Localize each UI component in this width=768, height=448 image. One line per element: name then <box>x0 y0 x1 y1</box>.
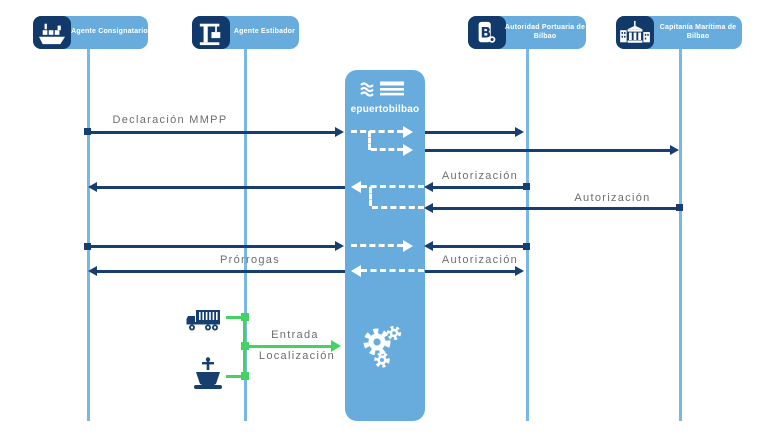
message-line-declaracion <box>88 131 335 134</box>
message-label-entrada: Entrada <box>271 329 319 341</box>
message-label-autorizacion-1: Autorización <box>441 170 519 182</box>
message-line-from-autoridad <box>433 245 525 248</box>
arrowhead-left-icon <box>88 266 97 276</box>
dashed-arrowhead-right-icon <box>403 240 413 252</box>
message-origin-marker <box>84 243 91 250</box>
waves-and-bars-logo-icon <box>360 81 404 97</box>
message-origin-marker <box>84 128 91 135</box>
arrowhead-left-icon <box>424 182 433 192</box>
arrowhead-right-icon <box>335 127 344 137</box>
message-origin-marker <box>523 183 530 190</box>
system-name: epuertobilbao <box>350 104 420 115</box>
forward-dashed-line <box>351 130 403 133</box>
dashed-arrowhead-left-icon <box>351 265 361 277</box>
forward-dashed-line <box>361 269 424 272</box>
cargo-ship-icon <box>33 16 71 49</box>
lifeline-autoridad <box>526 49 529 421</box>
message-origin-marker <box>676 204 683 211</box>
arrowhead-left-icon <box>424 203 433 213</box>
arrowhead-right-icon <box>515 127 524 137</box>
message-label-prorrogas: Prórrogas <box>220 254 280 266</box>
message-line-to-autoridad-2 <box>425 270 515 273</box>
arrowhead-right-icon <box>670 145 679 155</box>
message-line-to-autoridad <box>425 131 515 134</box>
message-label-declaracion-mmpp: Declaración MMPP <box>112 114 228 126</box>
dashed-arrowhead-left-icon <box>351 181 361 193</box>
truck-icon <box>186 305 222 338</box>
arrowhead-right-icon <box>335 241 344 251</box>
boat-icon <box>192 356 224 397</box>
message-label-autorizacion-2: Autorización <box>574 192 651 204</box>
government-building-icon <box>616 16 654 49</box>
forward-dashed-line <box>361 185 424 188</box>
message-line-autorizacion-2 <box>433 207 676 210</box>
message-line-prorrogas-reply <box>97 270 345 273</box>
message-origin-marker <box>523 243 530 250</box>
ship-event-marker <box>241 372 249 380</box>
green-arrowhead-right-icon <box>331 340 341 352</box>
svg-text:B: B <box>481 25 492 41</box>
lifeline-estibador <box>244 49 247 421</box>
epuertobilbao-logo: epuertobilbao <box>345 80 425 115</box>
actor-label-autoridad: Autoridad Portuaria de Bilbao <box>504 23 586 40</box>
arrowhead-left-icon <box>88 182 97 192</box>
message-line-to-capitania <box>425 149 670 152</box>
actor-label-capitania: Capitanía Marítima de Bilbao <box>659 23 737 40</box>
lifeline-capitania <box>679 49 682 421</box>
message-line-prorrogas-request <box>91 245 335 248</box>
ship-connector-line <box>226 375 246 378</box>
actor-label-estibador: Agente Estibador <box>233 28 296 36</box>
dashed-arrowhead-right-icon <box>403 144 413 156</box>
message-label-localizacion: Localización <box>258 350 336 362</box>
message-line-autorizacion-1 <box>433 186 525 189</box>
gears-icon <box>360 322 410 377</box>
forward-dashed-line <box>371 148 403 151</box>
lifeline-consignatario <box>87 49 90 421</box>
message-label-autorizacion-3: Autorización <box>441 254 519 266</box>
arrowhead-right-icon <box>515 266 524 276</box>
forward-dashed-line <box>372 206 424 209</box>
forward-branch-line <box>368 131 371 150</box>
forward-dashed-line <box>351 244 403 247</box>
actor-label-consignatario: Agente Consignatario <box>71 28 148 36</box>
forward-branch-line <box>369 187 372 206</box>
port-authority-b-logo-icon: B <box>468 16 506 49</box>
dock-crane-icon <box>192 16 230 49</box>
truck-connector-line <box>226 316 246 319</box>
dashed-arrowhead-right-icon <box>403 126 413 138</box>
entrada-arrow-line <box>247 345 332 348</box>
message-line-to-consignatario <box>97 186 345 189</box>
entrada-event-marker <box>241 342 249 350</box>
arrowhead-left-icon <box>424 241 433 251</box>
truck-event-marker <box>241 313 249 321</box>
